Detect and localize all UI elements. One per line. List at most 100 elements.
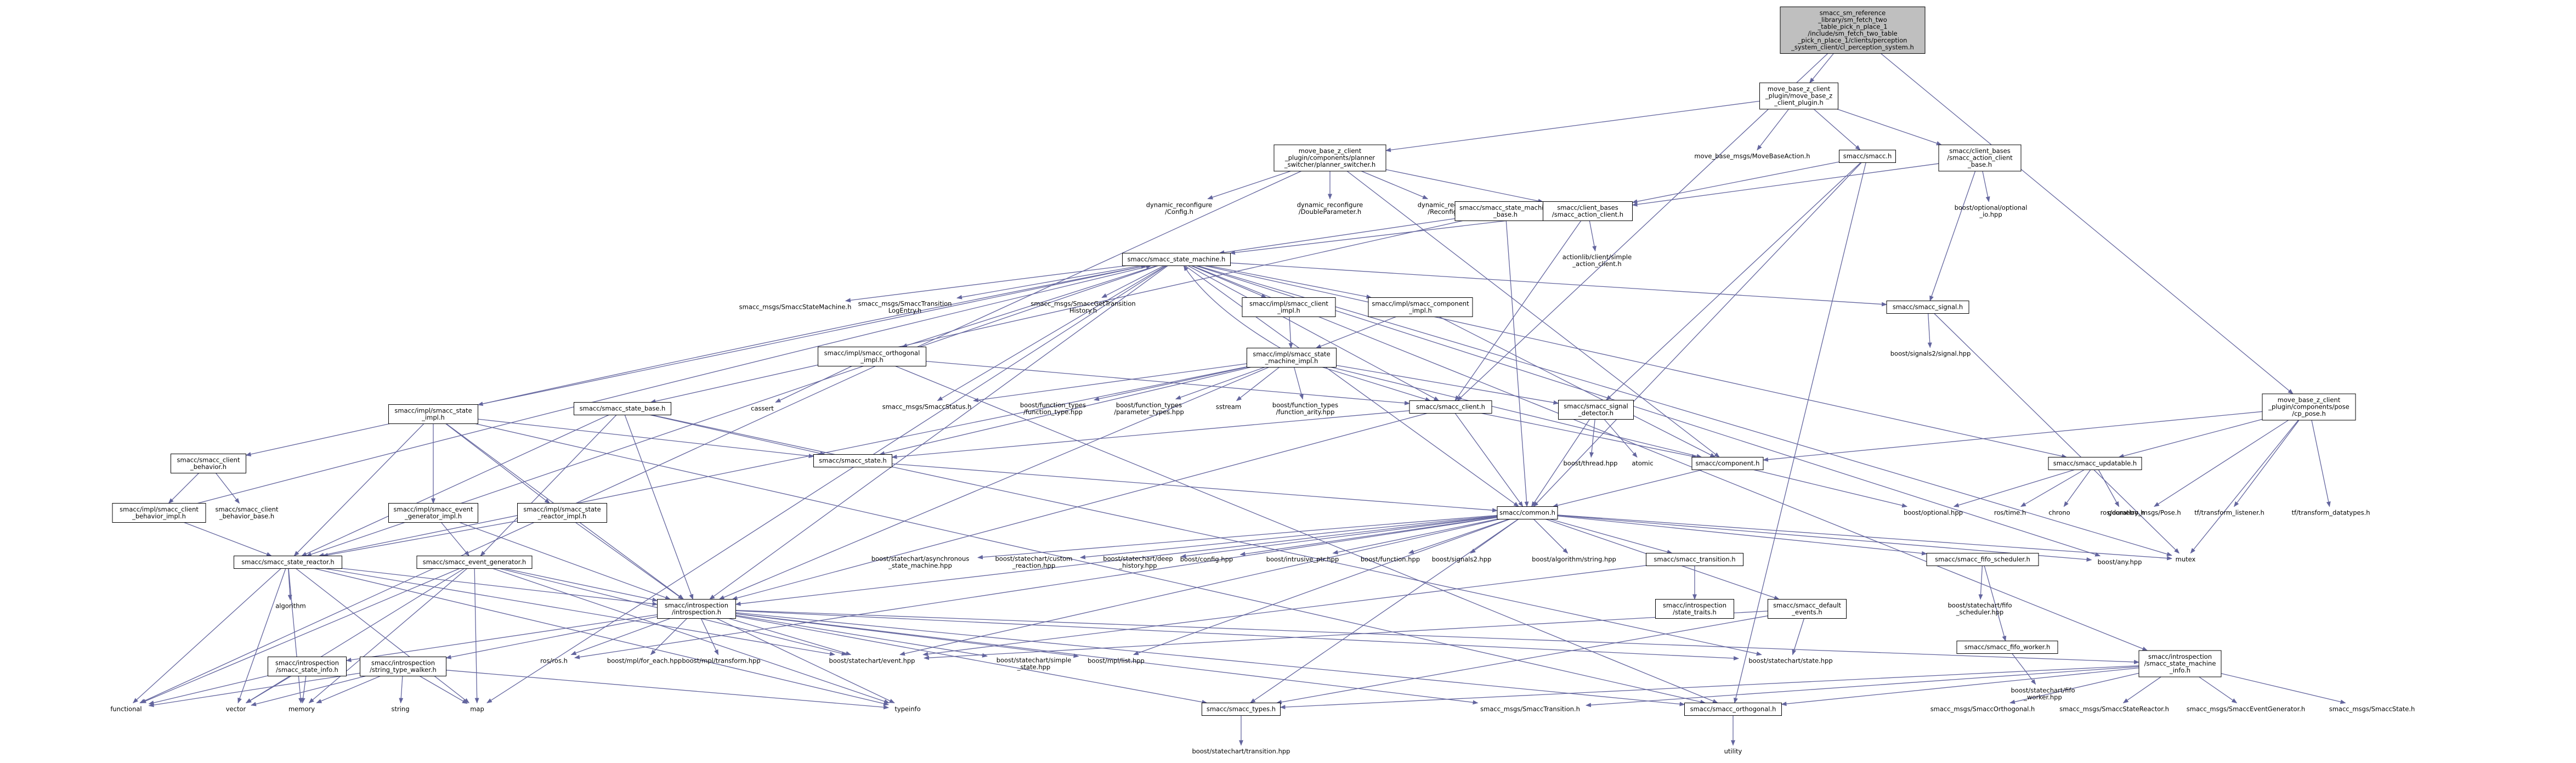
graph-node-common[interactable]: smacc/common.h	[1497, 506, 1558, 519]
graph-node-msg-state-reactor[interactable]: smacc_msgs/SmaccStateReactor.h	[2055, 703, 2174, 716]
graph-node-boost-config[interactable]: boost/config.hpp	[1173, 553, 1241, 566]
graph-node-signals2[interactable]: boost/signals2.hpp	[1424, 553, 1499, 566]
graph-node-mutex[interactable]: mutex	[2172, 553, 2199, 566]
graph-node-smacc-types[interactable]: smacc/smacc_types.h	[1202, 703, 1281, 716]
graph-node-ft-type[interactable]: boost/function_types/function_type.hpp	[1012, 399, 1094, 419]
graph-node-utility[interactable]: utility	[1716, 745, 1751, 758]
graph-node-smacc-orthogonal[interactable]: smacc/smacc_orthogonal.h	[1684, 703, 1782, 716]
graph-node-msg-orthogonal[interactable]: smacc_msgs/SmaccOrthogonal.h	[1927, 703, 2039, 716]
graph-node-pose[interactable]: move_base_z_client_plugin/components/pos…	[2262, 393, 2356, 421]
graph-node-boost-thread[interactable]: boost/thread.hpp	[1557, 457, 1624, 470]
graph-node-geom-pose[interactable]: geometry_msgs/Pose.h	[2103, 507, 2186, 519]
graph-node-sm-base[interactable]: smacc/smacc_state_machine_base.h	[1454, 201, 1556, 221]
graph-node-chrono[interactable]: chrono	[2044, 507, 2075, 519]
graph-node-ros-time[interactable]: ros/time.h	[1988, 507, 2033, 519]
graph-edge-pose-to-updatable	[2118, 419, 2263, 459]
graph-node-component[interactable]: smacc/component.h	[1691, 457, 1764, 470]
graph-node-fifo-scheduler[interactable]: smacc/smacc_fifo_scheduler.h	[1926, 553, 2039, 566]
graph-node-algorithm[interactable]: algorithm	[270, 600, 312, 613]
graph-node-sc-event[interactable]: boost/statechart/event.hpp	[820, 655, 924, 668]
graph-node-dyn-double[interactable]: dynamic_reconfigure/DoubleParameter.h	[1291, 199, 1369, 218]
graph-node-msg-transition[interactable]: smacc_msgs/SmaccTransition.h	[1474, 703, 1586, 716]
graph-node-client-behavior[interactable]: smacc/smacc_client_behavior.h	[171, 454, 246, 473]
graph-node-msg-sm[interactable]: smacc_msgs/SmaccStateMachine.h	[736, 301, 855, 314]
graph-node-vector[interactable]: vector	[220, 703, 251, 716]
graph-node-component-impl[interactable]: smacc/impl/smacc_component_impl.h	[1368, 297, 1473, 317]
graph-node-sc-custom[interactable]: boost/statechart/custom_reaction.hpp	[987, 553, 1080, 572]
graph-node-intrusive[interactable]: boost/intrusive_ptr.hpp	[1256, 553, 1349, 566]
graph-node-ros-duration[interactable]: ros/duration.h	[2092, 507, 2153, 519]
graph-node-signals2-signal[interactable]: boost/signals2/signal.hpp	[1880, 348, 1981, 360]
graph-node-algo-string[interactable]: boost/algorithm/string.hpp	[1522, 553, 1626, 566]
graph-node-actionlib[interactable]: actionlib/client/simple_action_client.h	[1550, 251, 1644, 270]
graph-node-orthogonal-impl[interactable]: smacc/impl/smacc_orthogonal_impl.h	[818, 347, 926, 366]
graph-node-state-reactor-impl[interactable]: smacc/impl/smacc_state_reactor_impl.h	[517, 503, 607, 523]
graph-node-event-gen[interactable]: smacc/smacc_event_generator.h	[416, 556, 533, 569]
graph-node-sc-fifo-worker[interactable]: boost/statechart/fifo_worker.hpp	[2000, 685, 2086, 704]
graph-node-default-events[interactable]: smacc/smacc_default_events.h	[1768, 599, 1847, 619]
graph-node-sc-state[interactable]: boost/statechart/state.hpp	[1739, 655, 1843, 668]
graph-node-ros-h[interactable]: ros/ros.h	[533, 655, 575, 668]
graph-node-smacc-h[interactable]: smacc/smacc.h	[1839, 150, 1896, 163]
graph-node-label: /function_type.hpp	[1023, 408, 1083, 416]
graph-node-mpl-foreach[interactable]: boost/mpl/for_each.hpp	[600, 655, 689, 668]
graph-node-cb-impl[interactable]: smacc/impl/smacc_client_behavior_impl.h	[112, 503, 206, 523]
graph-node-type-walker[interactable]: smacc/introspection/string_type_walker.h	[360, 657, 446, 676]
graph-node-boost-optional[interactable]: boost/optional.hpp	[1896, 507, 1971, 519]
graph-node-string[interactable]: string	[385, 703, 416, 716]
graph-node-state-impl[interactable]: smacc/impl/smacc_state_impl.h	[388, 404, 478, 424]
graph-node-updatable[interactable]: smacc/smacc_updatable.h	[2048, 457, 2142, 470]
graph-node-opt-io[interactable]: boost/optional/optional_io.hpp	[1944, 202, 2037, 221]
graph-node-state-machine[interactable]: smacc/smacc_state_machine.h	[1122, 253, 1231, 266]
graph-node-tf-datatypes[interactable]: tf/transform_datatypes.h	[2283, 507, 2380, 519]
graph-node-signal-detector[interactable]: smacc/smacc_signal_detector.h	[1558, 400, 1634, 420]
graph-node-cassert[interactable]: cassert	[745, 403, 780, 415]
graph-node-sm-info[interactable]: smacc/introspection/smacc_state_machine_…	[2138, 650, 2222, 677]
graph-node-client-impl[interactable]: smacc/impl/smacc_client_impl.h	[1242, 297, 1336, 317]
graph-node-signal[interactable]: smacc/smacc_signal.h	[1886, 301, 1969, 314]
graph-node-event-gen-impl[interactable]: smacc/impl/smacc_event_generator_impl.h	[388, 503, 478, 523]
graph-node-boost-function[interactable]: boost/function.hpp	[1353, 553, 1428, 566]
graph-node-smacc-state[interactable]: smacc/smacc_state.h	[813, 454, 892, 467]
graph-node-tf-listener[interactable]: tf/transform_listener.h	[2183, 507, 2276, 519]
graph-node-sc-fifo-sched[interactable]: boost/statechart/fifo_scheduler.hpp	[1937, 600, 2023, 619]
graph-node-state-info[interactable]: smacc/introspection/smacc_state_info.h	[268, 657, 347, 676]
graph-node-ft-arity[interactable]: boost/function_types/function_arity.hpp	[1264, 399, 1346, 419]
graph-node-ft-param[interactable]: boost/function_types/parameter_types.hpp	[1108, 399, 1190, 419]
graph-node-functional[interactable]: functional	[104, 703, 149, 716]
graph-node-mb-client[interactable]: move_base_z_client_plugin/move_base_z_cl…	[1759, 82, 1838, 110]
graph-node-smacc-client[interactable]: smacc/smacc_client.h	[1409, 400, 1492, 414]
graph-node-memory[interactable]: memory	[286, 703, 317, 716]
graph-node-sc-simple[interactable]: boost/statechart/simple_state.hpp	[987, 654, 1080, 674]
graph-node-map[interactable]: map	[467, 703, 487, 716]
graph-node-mpl-list[interactable]: boost/mpl/list.hpp	[1079, 655, 1154, 668]
graph-node-sstream[interactable]: sstream	[1211, 401, 1246, 414]
graph-node-fifo-worker[interactable]: smacc/smacc_fifo_worker.h	[1956, 641, 2058, 654]
graph-node-dyn-config[interactable]: dynamic_reconfigure/Config.h	[1140, 199, 1219, 218]
graph-node-action-client-base[interactable]: smacc/client_bases/smacc_action_client_b…	[1938, 144, 2022, 172]
graph-node-sc-transition[interactable]: boost/statechart/transition.hpp	[1180, 745, 1303, 758]
graph-node-msg-event-gen[interactable]: smacc_msgs/SmaccEventGenerator.h	[2183, 703, 2309, 716]
graph-node-mpl-transform[interactable]: boost/mpl/transform.hpp	[675, 655, 768, 668]
graph-node-msg-status[interactable]: smacc_msgs/SmaccStatus.h	[879, 401, 976, 414]
graph-node-state-traits[interactable]: smacc/introspection/state_traits.h	[1655, 599, 1734, 619]
graph-node-label: _events.h	[1791, 608, 1822, 616]
graph-node-sm-impl[interactable]: smacc/impl/smacc_state_machine_impl.h	[1247, 348, 1337, 368]
graph-node-state-base[interactable]: smacc/smacc_state_base.h	[574, 402, 671, 415]
graph-node-msg-state[interactable]: smacc_msgs/SmaccState.h	[2325, 703, 2419, 716]
graph-node-boost-any[interactable]: boost/any.hpp	[2092, 556, 2148, 569]
graph-node-typeinfo[interactable]: typeinfo	[888, 703, 927, 716]
graph-node-sc-deep[interactable]: boost/statechart/deep_history.hpp	[1095, 553, 1181, 572]
graph-node-state-reactor[interactable]: smacc/smacc_state_reactor.h	[234, 556, 342, 569]
graph-node-cb-base[interactable]: smacc/smacc_client_behavior_base.h	[210, 504, 285, 523]
graph-node-sc-async[interactable]: boost/statechart/asynchronous_state_mach…	[863, 553, 978, 572]
graph-node-planner-switcher[interactable]: move_base_z_client_plugin/components/pla…	[1273, 144, 1386, 172]
graph-node-root[interactable]: smacc_sm_reference_library/sm_fetch_two_…	[1780, 7, 1926, 54]
graph-node-atomic[interactable]: atomic	[1627, 457, 1658, 470]
graph-node-introspection[interactable]: smacc/introspection/introspection.h	[657, 599, 736, 619]
graph-node-action-client[interactable]: smacc/client_bases/smacc_action_client.h	[1543, 201, 1633, 221]
graph-node-smacc-transition[interactable]: smacc/smacc_transition.h	[1646, 553, 1743, 566]
graph-node-mb-action[interactable]: move_base_msgs/MoveBaseAction.h	[1691, 150, 1814, 163]
